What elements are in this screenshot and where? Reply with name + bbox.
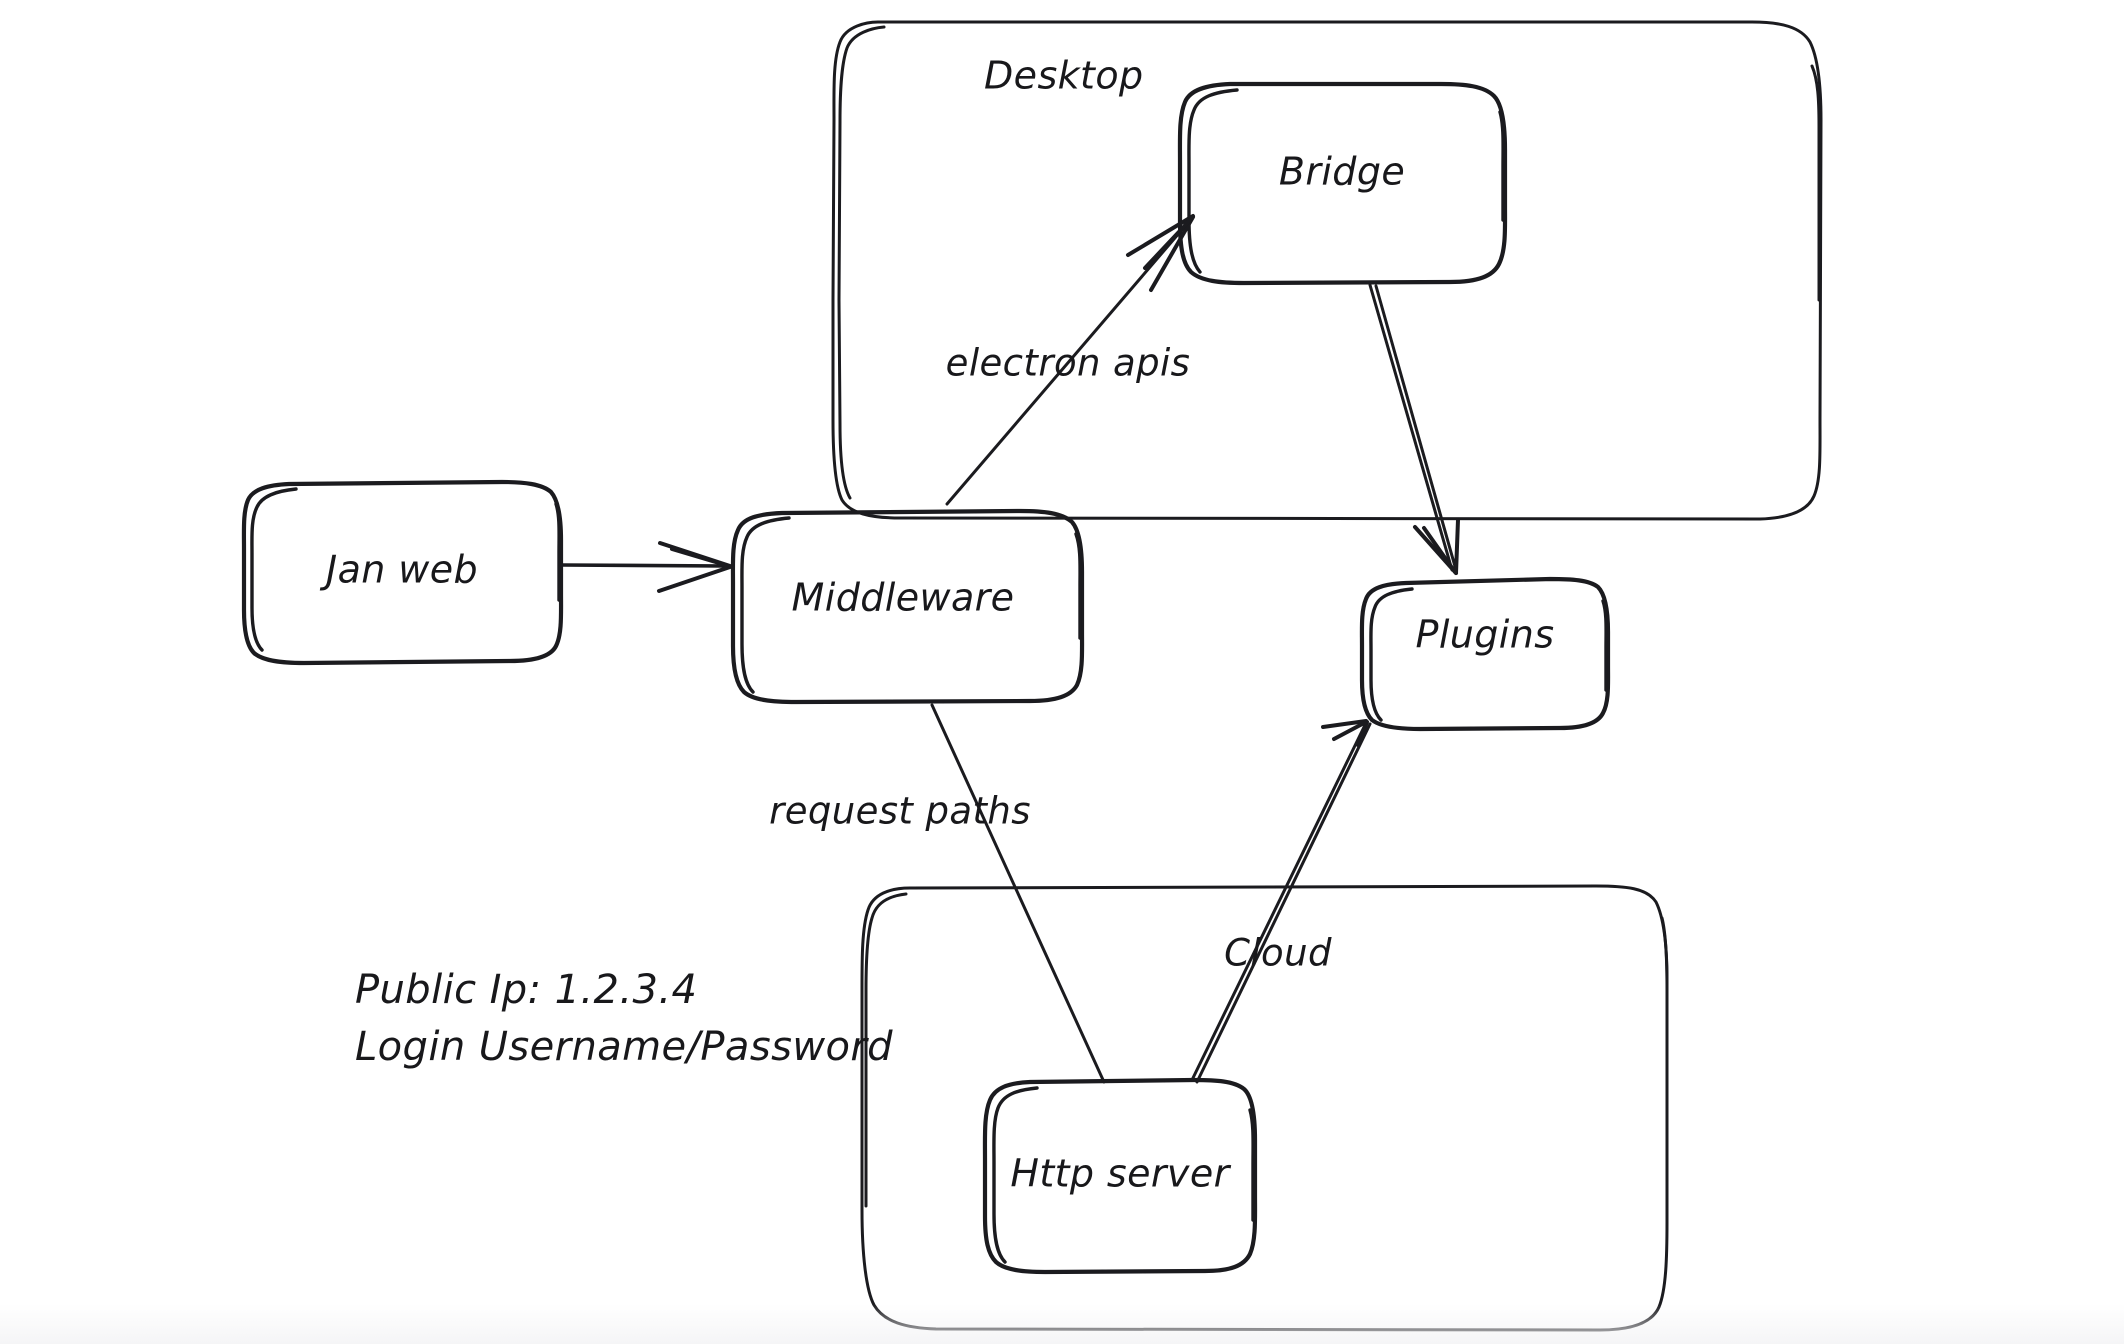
note-credentials: Public Ip: 1.2.3.4 Login Username/Passwo… (355, 967, 893, 1070)
note-public-ip: Public Ip: 1.2.3.4 (355, 967, 697, 1013)
note-login: Login Username/Password (355, 1024, 893, 1070)
edge-janweb-middleware (560, 541, 732, 593)
edge-bridge-plugins (1368, 283, 1460, 575)
edge-middleware-bridge-label: electron apis (946, 342, 1191, 385)
group-desktop: Desktop (831, 20, 1823, 521)
node-http-server-label: Http server (1010, 1152, 1231, 1196)
edge-httpserver-middleware-label: request paths (769, 790, 1031, 833)
edge-httpserver-plugins: Cloud (1190, 719, 1372, 1084)
edge-httpserver-middleware: request paths (769, 703, 1106, 1084)
node-bridge[interactable]: Bridge (1177, 81, 1508, 286)
node-middleware-label: Middleware (792, 576, 1015, 620)
node-plugins[interactable]: Plugins (1359, 576, 1611, 732)
edge-middleware-bridge: electron apis (945, 214, 1195, 506)
edge-httpserver-plugins-label: Cloud (1224, 932, 1332, 975)
node-bridge-label: Bridge (1279, 150, 1405, 194)
node-plugins-label: Plugins (1416, 613, 1555, 657)
node-jan-web-label: Jan web (319, 548, 478, 592)
node-jan-web[interactable]: Jan web (241, 479, 564, 666)
node-middleware[interactable]: Middleware (730, 508, 1085, 705)
node-http-server[interactable]: Http server (982, 1077, 1258, 1275)
group-desktop-label: Desktop (984, 54, 1144, 98)
